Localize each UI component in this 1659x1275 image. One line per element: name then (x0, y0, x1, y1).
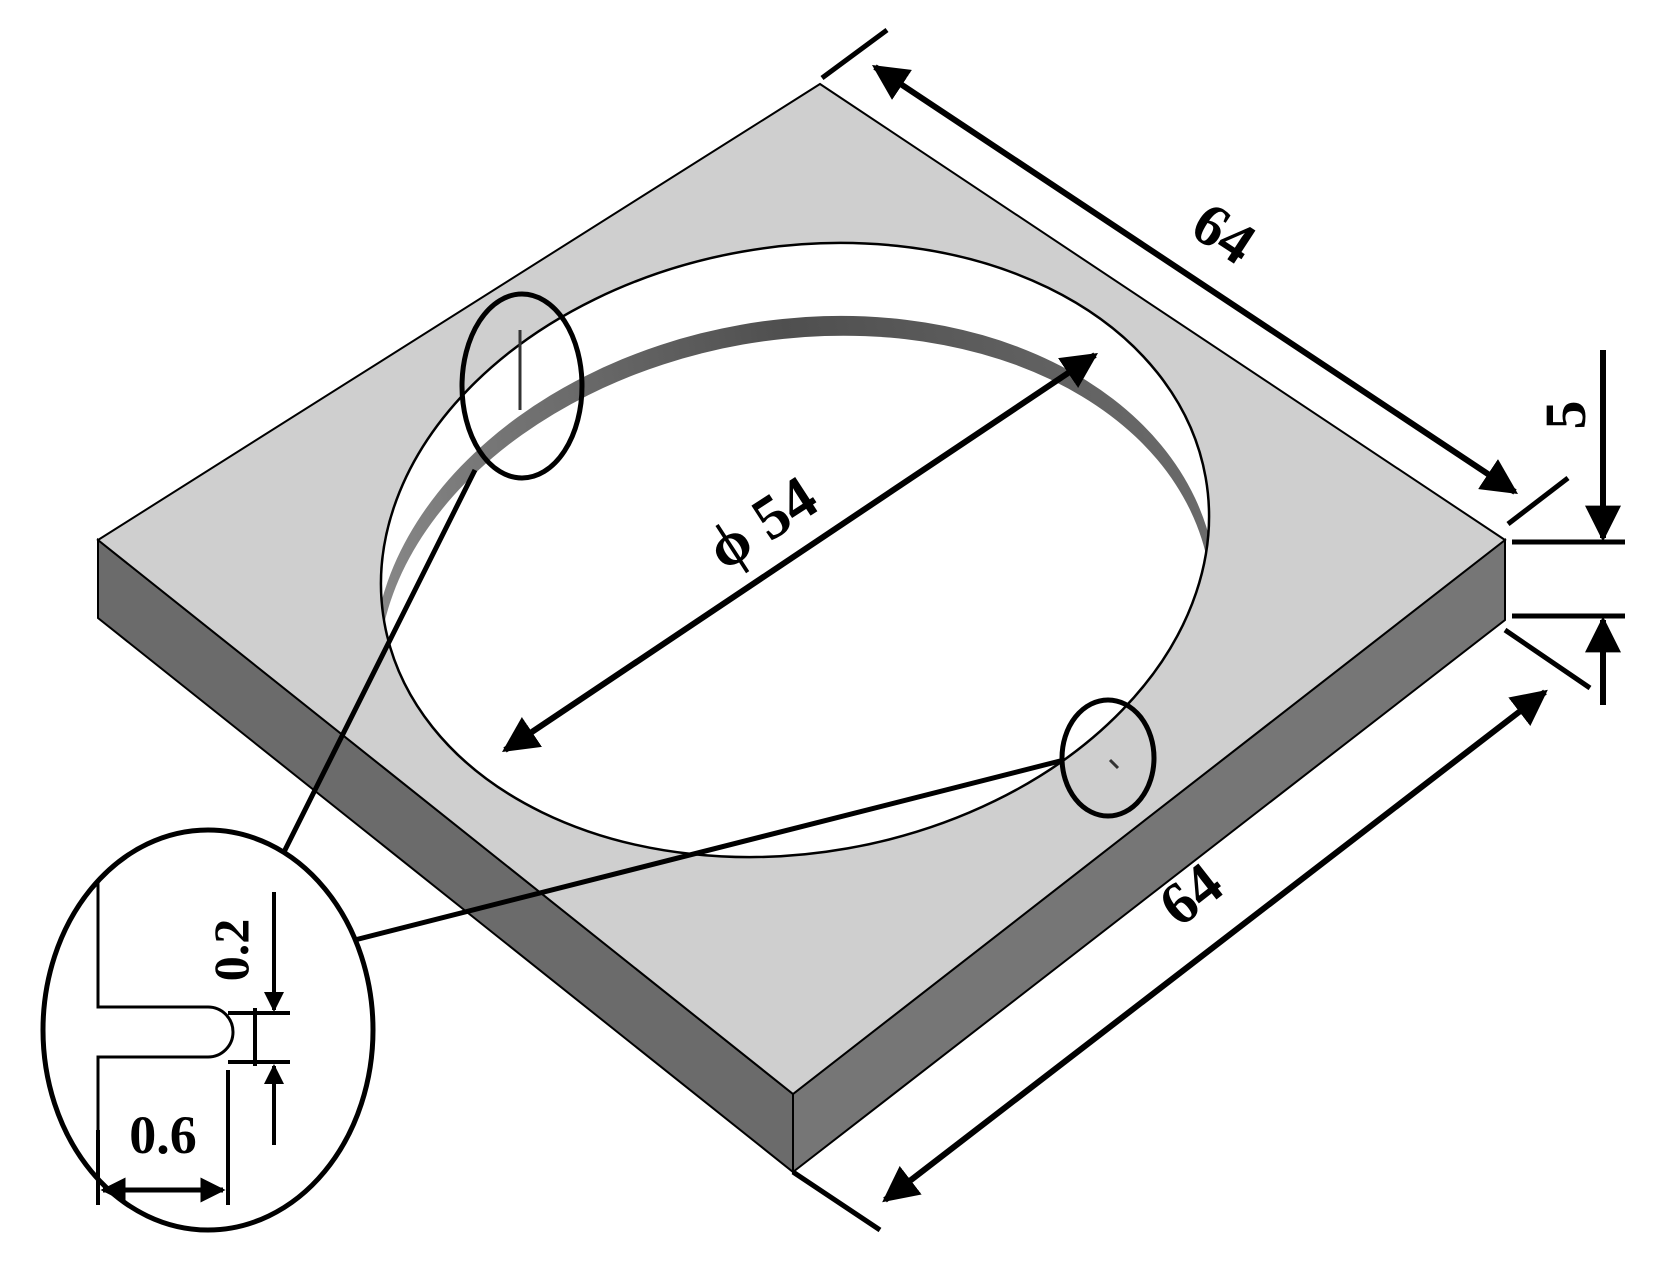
leader-line-top (272, 468, 478, 872)
dim-label-notch-depth: 0.2 (203, 919, 259, 982)
dim-label-thickness: 5 (1533, 401, 1598, 430)
detail-circle (40, 827, 376, 1233)
dim-line-side-bottom (882, 689, 1548, 1203)
dim-line-hole-diameter (502, 352, 1098, 753)
dim-label-side-top: 64 (1181, 189, 1267, 277)
notch-detail-view: 0.2 0.6 (40, 827, 376, 1233)
dim-line-side-top (872, 64, 1518, 495)
dim-label-notch-width: 0.6 (129, 1105, 197, 1165)
notch-profile (96, 882, 235, 1180)
